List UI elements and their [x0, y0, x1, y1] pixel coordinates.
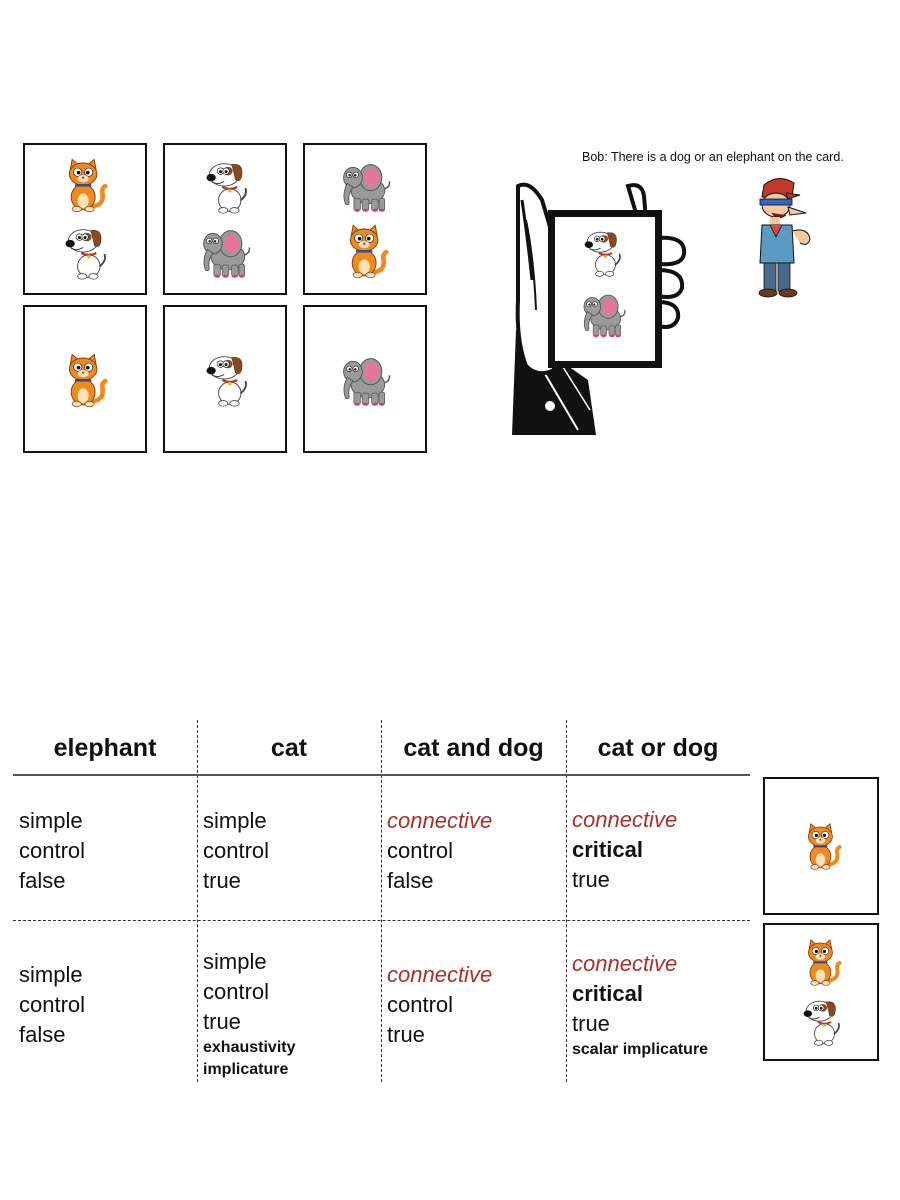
cell-elephant-row1: simple control false	[19, 806, 85, 896]
cell-elephant-row2: simple control false	[19, 960, 85, 1050]
dog-icon	[62, 225, 110, 281]
bob-caption: Bob: There is a dog or an elephant on th…	[582, 150, 844, 164]
card-dog-elephant	[163, 143, 287, 295]
cell-line: true	[572, 867, 610, 892]
column-divider	[566, 720, 567, 1082]
card-cat	[23, 305, 147, 453]
cell-line: false	[19, 1022, 66, 1047]
cell-cat-row1: simple control true	[203, 806, 269, 896]
cell-cat-or-dog-row2: connective critical true scalar implicat…	[572, 949, 708, 1061]
cell-line-connective: connective	[572, 951, 678, 976]
dog-icon	[203, 352, 251, 408]
cell-cat-and-dog-row2: connective control true	[387, 960, 492, 1050]
cell-line: true	[387, 1022, 425, 1047]
elephant-icon	[578, 290, 630, 340]
row2-example-card	[763, 923, 879, 1061]
dog-icon	[203, 159, 251, 215]
elephant-icon	[337, 353, 395, 409]
cell-line: control	[387, 992, 454, 1017]
column-divider	[381, 720, 382, 1082]
elephant-icon	[197, 225, 255, 281]
cat-icon	[62, 157, 108, 215]
header-rule	[13, 774, 750, 776]
header-elephant: elephant	[53, 734, 157, 762]
cell-line: control	[19, 992, 86, 1017]
card-elephant	[303, 305, 427, 453]
dog-icon	[582, 228, 624, 278]
cell-line: simple	[19, 808, 83, 833]
card-elephant-cat	[303, 143, 427, 295]
header-cat: cat	[270, 734, 308, 762]
cell-note: scalar implicature	[572, 1041, 709, 1058]
cell-line: false	[387, 868, 434, 893]
card-dog	[163, 305, 287, 453]
cat-icon	[343, 223, 389, 281]
cell-cat-or-dog-row1: connective critical true	[572, 805, 677, 895]
row1-example-card	[763, 777, 879, 915]
elephant-icon	[337, 159, 395, 215]
cell-line-critical: critical	[572, 981, 643, 1006]
cell-note: exhaustivity	[203, 1039, 296, 1056]
dog-icon	[801, 997, 843, 1047]
cell-line: simple	[203, 949, 267, 974]
header-cat-and-dog: cat and dog	[403, 734, 544, 762]
cell-line: control	[19, 838, 86, 863]
cell-line: simple	[203, 808, 267, 833]
header-cat-or-dog: cat or dog	[597, 734, 719, 762]
cell-line-critical: critical	[572, 837, 643, 862]
cell-line: false	[19, 868, 66, 893]
row-divider	[13, 920, 750, 921]
cell-line: control	[203, 838, 270, 863]
cell-cat-and-dog-row1: connective control false	[387, 806, 492, 896]
cell-line: true	[572, 1011, 610, 1036]
cell-cat-row2: simple control true exhaustivity implica…	[203, 947, 295, 1081]
blindfolded-man-icon	[758, 178, 811, 298]
cell-line: control	[203, 979, 270, 1004]
cell-note: implicature	[203, 1061, 289, 1078]
cat-icon	[62, 352, 108, 410]
cell-line-connective: connective	[387, 808, 493, 833]
cell-line-connective: connective	[572, 807, 678, 832]
cell-line: true	[203, 868, 241, 893]
cat-icon	[802, 821, 842, 873]
cat-icon	[802, 937, 842, 989]
column-divider	[197, 720, 198, 1082]
cell-line-connective: connective	[387, 962, 493, 987]
cell-line: control	[387, 838, 454, 863]
cell-line: simple	[19, 962, 83, 987]
card-cat-dog	[23, 143, 147, 295]
cell-line: true	[203, 1009, 241, 1034]
